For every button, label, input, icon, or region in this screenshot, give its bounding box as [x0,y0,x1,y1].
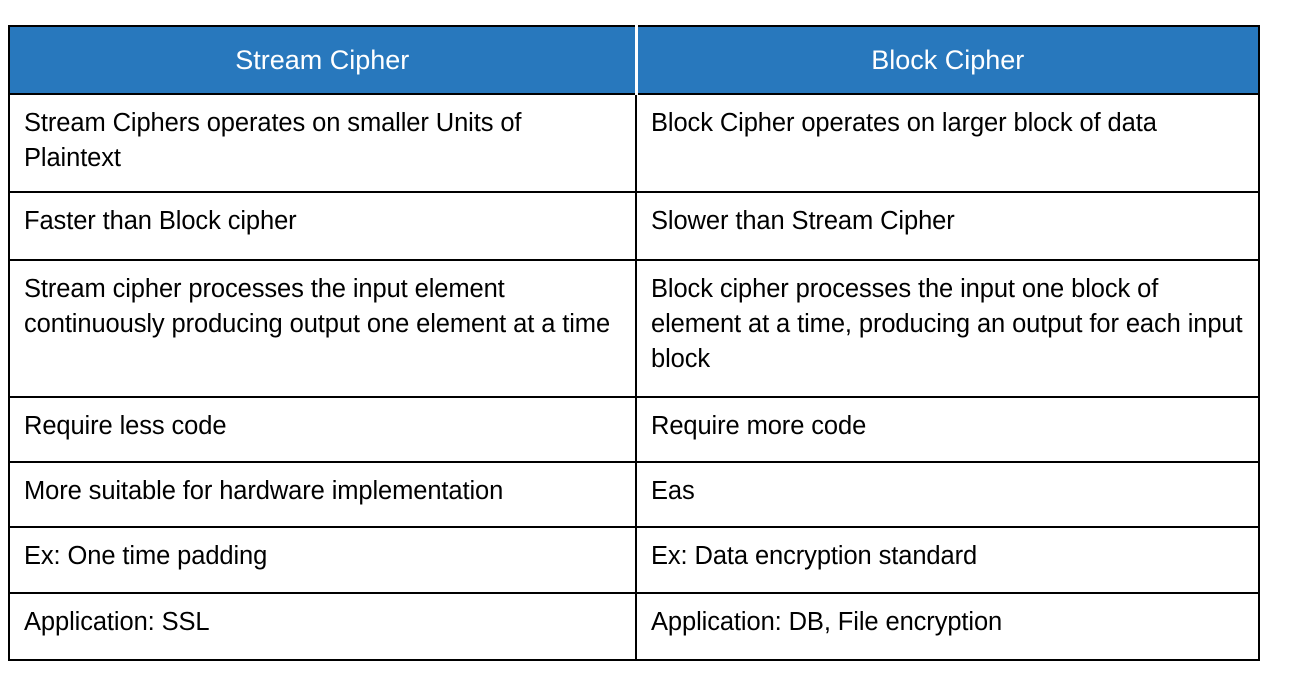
table-header-row: Stream Cipher Block Cipher [8,25,1260,95]
table-row: Faster than Block cipher Slower than Str… [8,191,1260,261]
cell-stream-6: Application: SSL [8,592,637,661]
table-row: Ex: One time padding Ex: Data encryption… [8,526,1260,594]
cell-block-3: Require more code [635,396,1260,463]
cell-block-4: Eas [635,461,1260,528]
cell-block-6: Application: DB, File encryption [635,592,1260,661]
table-row: More suitable for hardware implementatio… [8,461,1260,528]
cell-stream-2: Stream cipher processes the input elemen… [8,259,637,398]
table-header: Stream Cipher Block Cipher [8,25,1260,95]
table-row: Require less code Require more code [8,396,1260,463]
cell-block-5: Ex: Data encryption standard [635,526,1260,594]
cell-stream-5: Ex: One time padding [8,526,637,594]
table-row: Application: SSL Application: DB, File e… [8,592,1260,661]
cipher-comparison-table: Stream Cipher Block Cipher Stream Cipher… [8,25,1260,661]
cell-stream-0: Stream Ciphers operates on smaller Units… [8,93,637,193]
table-row: Stream Ciphers operates on smaller Units… [8,93,1260,193]
column-header-stream-cipher: Stream Cipher [8,25,638,95]
cell-block-0: Block Cipher operates on larger block of… [635,93,1260,193]
cell-stream-3: Require less code [8,396,637,463]
cell-stream-4: More suitable for hardware implementatio… [8,461,637,528]
table-body: Stream Ciphers operates on smaller Units… [8,93,1260,661]
cell-block-1: Slower than Stream Cipher [635,191,1260,261]
column-header-block-cipher: Block Cipher [634,25,1260,95]
cell-stream-1: Faster than Block cipher [8,191,637,261]
cell-block-2: Block cipher processes the input one blo… [635,259,1260,398]
table-row: Stream cipher processes the input elemen… [8,259,1260,398]
